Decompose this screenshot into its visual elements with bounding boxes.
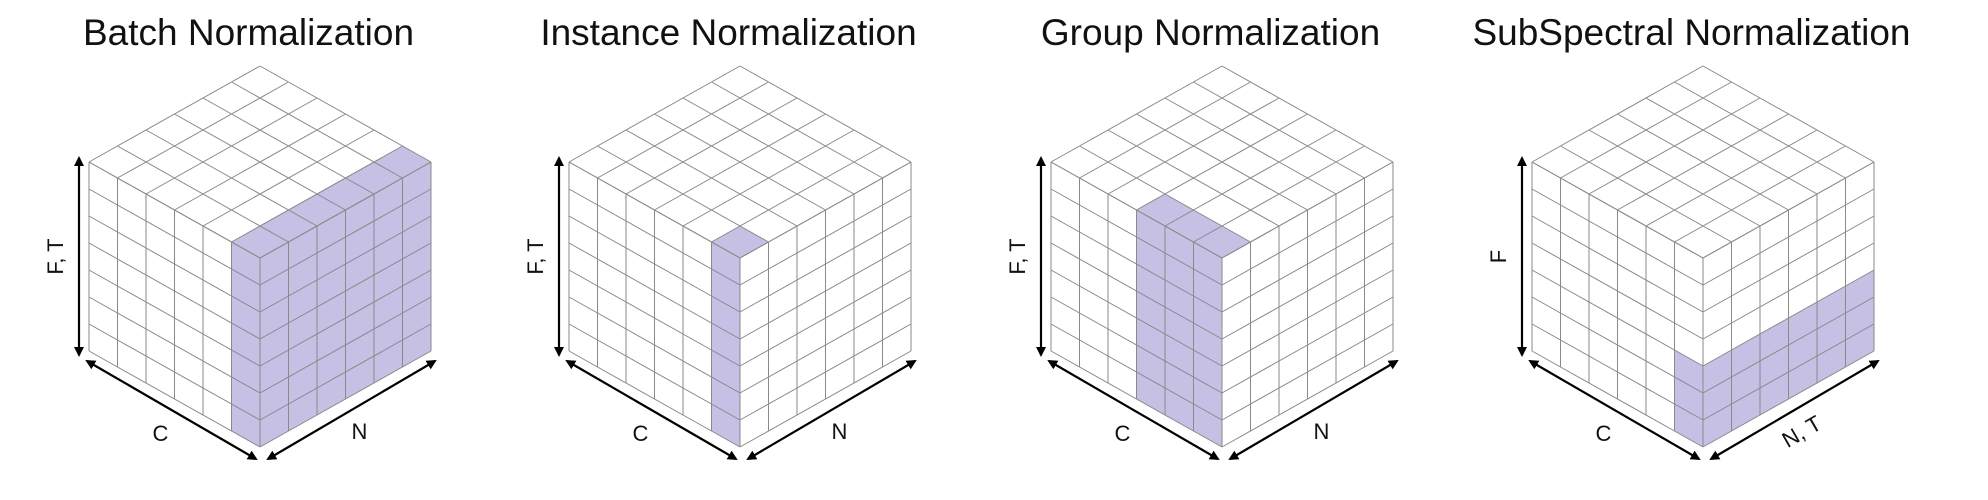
vertical-axis-label: F [1486, 250, 1511, 263]
n-axis-arrow [266, 359, 437, 461]
highlight-left-face [1674, 350, 1703, 447]
panel-title: Batch Normalization [82, 12, 415, 53]
c-axis-label: C [153, 421, 169, 446]
highlight-left-face [711, 242, 740, 447]
n-axis-arrow [746, 359, 917, 461]
cube-grid [1531, 65, 1875, 448]
cube-diagram: F, T C N [523, 65, 917, 461]
highlight-left-face [231, 242, 260, 447]
vertical-axis-label: F, T [523, 238, 548, 274]
panel-instance-normalization: Instance Normalization F, T C N [480, 0, 977, 500]
cube-diagram: F, T C N [43, 65, 437, 461]
c-axis-arrow [1047, 359, 1220, 461]
highlight-region [1674, 270, 1874, 447]
c-axis-arrow [565, 359, 738, 461]
highlight-top-face [1136, 194, 1251, 258]
panel-batch-normalization: Batch Normalization F, T C N [0, 0, 497, 500]
highlight-region [231, 146, 431, 447]
c-axis-arrow [85, 359, 258, 461]
c-axis-arrow [1528, 359, 1701, 461]
cube-diagram: F, T C N [1005, 65, 1399, 461]
n-axis-arrow [1228, 359, 1399, 461]
c-axis-label: C [633, 421, 649, 446]
panel-group-normalization: Group Normalization F, T C N [962, 0, 1459, 500]
panel-title: SubSpectral Normalization [1472, 12, 1911, 53]
vertical-axis-label: F, T [43, 238, 68, 274]
c-axis-label: C [1115, 421, 1131, 446]
panel-title: Instance Normalization [540, 12, 917, 53]
n-axis-label: N [1314, 419, 1330, 444]
panel-title: Group Normalization [1040, 12, 1381, 53]
n-axis-label: N [352, 419, 368, 444]
vertical-axis-label: F, T [1005, 238, 1030, 274]
c-axis-label: C [1596, 421, 1612, 446]
n-axis-label: N [832, 419, 848, 444]
n-axis-arrow [1709, 359, 1880, 461]
